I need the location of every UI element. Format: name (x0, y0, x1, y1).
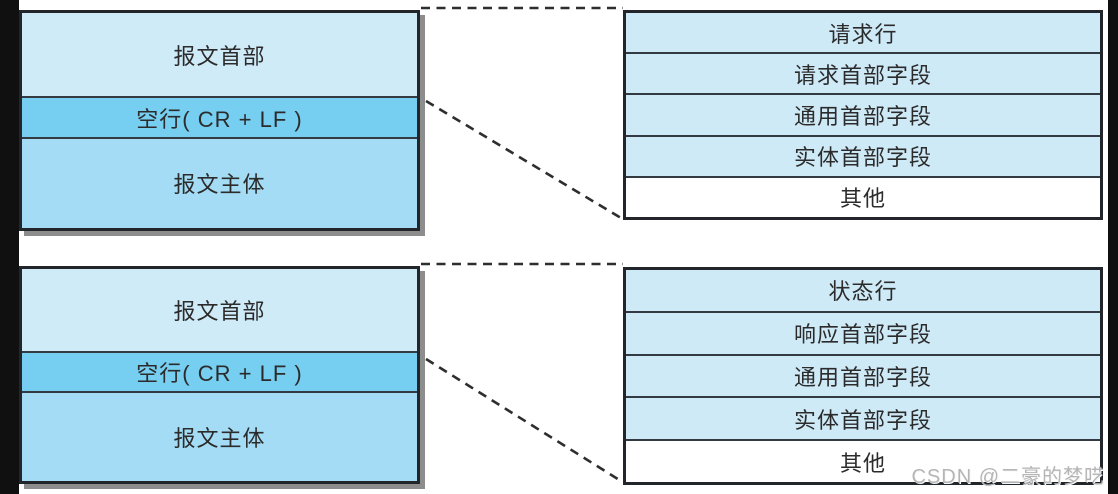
message-header-row: 报文首部 (22, 13, 417, 97)
general-header-fields-label: 通用首部字段 (793, 364, 932, 390)
blank-line-row: 空行( CR + LF ) (22, 96, 417, 137)
entity-header-fields-row: 实体首部字段 (626, 396, 1100, 440)
message-body-row: 报文主体 (22, 391, 417, 481)
request-diagonal-connector-line (425, 99, 622, 220)
request-line-label: 请求行 (828, 21, 898, 47)
message-body-label: 报文主体 (173, 172, 266, 198)
blank-line-row: 空行( CR + LF ) (22, 351, 417, 392)
watermark: CSDN @二豪的梦呓 (911, 466, 1105, 488)
right-black-bar (1108, 0, 1118, 494)
message-body-row: 报文主体 (22, 136, 417, 228)
general-header-fields-label: 通用首部字段 (793, 104, 932, 129)
request-header-detail-box: 请求行 请求首部字段 通用首部字段 实体首部字段 其他 (623, 10, 1103, 220)
message-header-label: 报文首部 (173, 299, 266, 325)
message-header-row: 报文首部 (22, 269, 417, 352)
entity-header-fields-label: 实体首部字段 (793, 407, 932, 433)
response-message-structure-box: 报文首部 空行( CR + LF ) 报文主体 (19, 266, 420, 484)
request-header-fields-label: 请求首部字段 (793, 62, 932, 88)
status-line-label: 状态行 (828, 279, 898, 305)
response-header-fields-label: 响应首部字段 (793, 322, 932, 348)
others-label: 其他 (839, 186, 886, 212)
others-row: 其他 (626, 175, 1100, 218)
left-black-bar (0, 0, 19, 494)
others-label: 其他 (839, 450, 886, 476)
message-header-label: 报文首部 (173, 43, 266, 69)
request-header-fields-row: 请求首部字段 (626, 52, 1100, 94)
message-body-label: 报文主体 (173, 426, 266, 452)
request-line-row: 请求行 (626, 13, 1100, 53)
blank-line-label: 空行( CR + LF ) (136, 106, 303, 132)
general-header-fields-row: 通用首部字段 (626, 353, 1100, 397)
others-row: 其他 (626, 439, 1100, 482)
entity-header-fields-row: 实体首部字段 (626, 134, 1100, 176)
general-header-fields-row: 通用首部字段 (626, 93, 1100, 135)
blank-line-label: 空行( CR + LF ) (136, 361, 303, 387)
status-line-row: 状态行 (626, 270, 1100, 311)
response-header-fields-row: 响应首部字段 (626, 310, 1100, 354)
response-diagonal-connector-line (425, 357, 622, 483)
request-message-structure-box: 报文首部 空行( CR + LF ) 报文主体 (19, 10, 420, 231)
response-header-detail-box: 状态行 响应首部字段 通用首部字段 实体首部字段 其他 (623, 267, 1103, 485)
entity-header-fields-label: 实体首部字段 (793, 145, 932, 171)
